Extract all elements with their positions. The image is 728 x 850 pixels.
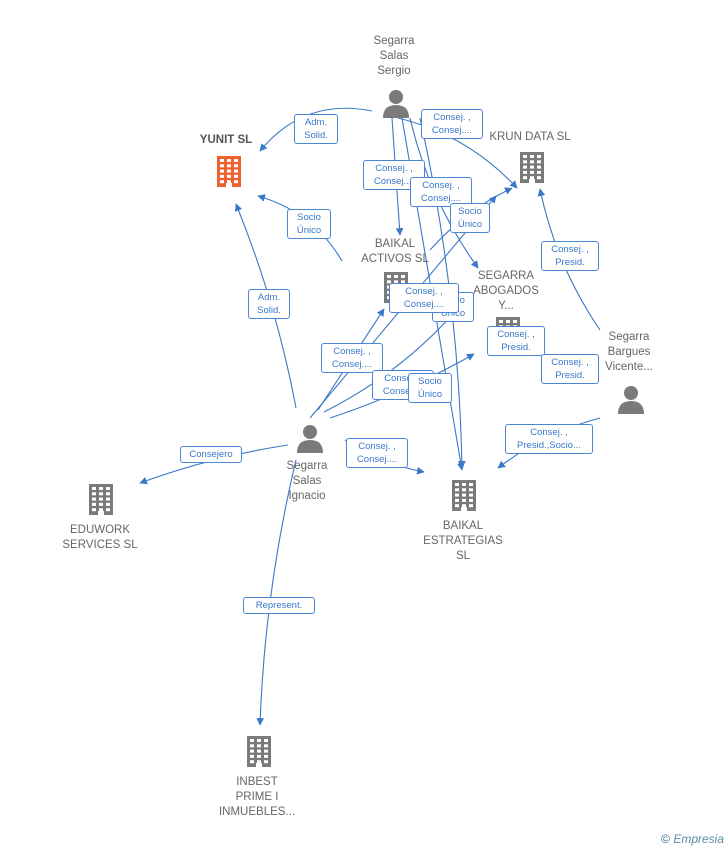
edge-label-line: Solid. — [257, 305, 281, 316]
edge-label-line: Consej. , — [358, 441, 396, 452]
edge-label-line: Consej. , — [551, 357, 589, 368]
edge-label-line: Único — [417, 389, 443, 400]
relationship-edge — [397, 117, 518, 189]
edge-label-line: Presid.,Socio... — [517, 440, 581, 451]
edge-label-line: Consejero — [189, 449, 233, 460]
node-label-line: EDUWORK — [69, 524, 131, 536]
edge-label-line: Consej. , — [405, 286, 443, 297]
node-label-line: Salas — [292, 475, 322, 487]
edge-label-line: Consej.... — [382, 386, 424, 397]
edge-label-line: Presid. — [501, 342, 531, 353]
person-icon[interactable] — [381, 88, 411, 123]
edge-label-line: Consej.... — [420, 193, 462, 204]
node-label-line: INMUEBLES... — [218, 806, 296, 818]
node-label-line: PRIME I — [235, 791, 279, 803]
edge-label-line: Represent. — [255, 600, 303, 611]
edge-label-l4[interactable]: Consej. , Consej.... — [410, 177, 472, 207]
node-label-line: Segarra — [286, 460, 328, 472]
node-label-inbest[interactable]: INBEST PRIME I INMUEBLES... — [219, 775, 295, 820]
edge-label-l1[interactable]: Adm. Solid. — [294, 114, 338, 144]
edge-label-line: Consej.... — [331, 359, 373, 370]
edge-label-l8[interactable]: Adm. Solid. — [248, 289, 290, 319]
edge-label-l17[interactable]: Consejero — [180, 446, 242, 463]
edge-label-line: Consej. , — [333, 346, 371, 357]
edge-label-line: Único — [296, 225, 322, 236]
node-label-eduwork[interactable]: EDUWORK SERVICES SL — [62, 523, 137, 553]
node-label-yunit[interactable]: YUNIT SL — [200, 133, 252, 148]
edge-label-line: Consej. , — [497, 329, 535, 340]
node-label-line: ESTRATEGIAS — [423, 535, 503, 547]
edge-label-line: Único — [440, 308, 466, 319]
edge-label-l10[interactable]: Consej. , Consej.... — [389, 283, 459, 313]
edge-label-line: Consej.... — [403, 299, 445, 310]
copyright-symbol: © — [661, 832, 670, 846]
node-label-line: SL — [455, 550, 471, 562]
building-icon[interactable] — [517, 150, 547, 191]
person-icon[interactable] — [295, 423, 325, 458]
edge-label-l19[interactable]: Represent. — [243, 597, 315, 614]
edge-label-line: Presid. — [555, 257, 585, 268]
edge-label-l16[interactable]: Consej. , Presid.,Socio... — [505, 424, 593, 454]
edge-label-l7[interactable]: Consej. , Presid. — [541, 241, 599, 271]
node-label-line: INBEST — [236, 776, 278, 788]
node-label-line: Sergio — [377, 65, 411, 77]
node-label-line: SEGARRA — [477, 270, 535, 282]
node-label-line: Ignacio — [288, 490, 326, 502]
edge-label-line: Socio — [297, 212, 321, 223]
edge-label-line: Consej. , — [530, 427, 568, 438]
node-label-line: ABOGADOS — [473, 285, 539, 297]
node-label-line: Segarra — [373, 35, 415, 47]
node-label-line: KRUN DATA SL — [489, 131, 571, 143]
relationship-edge — [256, 459, 297, 726]
node-label-line: BAIKAL — [442, 520, 484, 532]
edge-label-line: Adm. — [304, 117, 328, 128]
edge-label-line: Socio — [458, 206, 482, 217]
node-label-baikal-estrategias[interactable]: BAIKAL ESTRATEGIAS SL — [423, 519, 503, 564]
edge-label-line: Único — [457, 219, 483, 230]
edge-label-l12[interactable]: Consej. , Presid. — [541, 354, 599, 384]
edge-label-line: Consej. , — [384, 373, 422, 384]
node-label-baikal-activos[interactable]: BAIKAL ACTIVOS SL — [361, 237, 429, 267]
edge-label-line: Consej.... — [431, 125, 473, 136]
edge-label-line: Consej. , — [375, 163, 413, 174]
node-label-line: ACTIVOS SL — [361, 253, 429, 265]
node-label-line: Vicente... — [605, 361, 653, 373]
node-label-line: Salas — [379, 50, 409, 62]
node-label-line: YUNIT SL — [199, 134, 253, 146]
person-icon[interactable] — [616, 384, 646, 419]
node-label-line: Segarra — [608, 331, 650, 343]
brand-name: Empresia — [673, 832, 724, 846]
edge-label-l11[interactable]: Consej. , Presid. — [487, 326, 545, 356]
edge-label-line: Solid. — [304, 130, 328, 141]
edge-label-line: Consej. , — [551, 244, 589, 255]
node-label-segarra-abogados[interactable]: SEGARRA ABOGADOS Y... — [473, 269, 539, 314]
edge-label-line: Adm. — [257, 292, 281, 303]
edge-label-line: Consej.... — [373, 176, 415, 187]
node-label-line: Y... — [498, 300, 514, 312]
footer: © Empresia — [661, 832, 724, 846]
edge-label-line: Presid. — [555, 370, 585, 381]
node-label-line: BAIKAL — [374, 238, 416, 250]
building-icon[interactable] — [449, 478, 479, 519]
node-label-krun[interactable]: KRUN DATA SL — [489, 130, 570, 145]
building-icon[interactable] — [244, 734, 274, 775]
edge-label-line: Socio — [418, 376, 442, 387]
edge-label-l13[interactable]: Consej. , Consej.... — [321, 343, 383, 373]
node-label-line: Bargues — [607, 346, 651, 358]
node-label-line: SERVICES SL — [62, 539, 138, 551]
edge-label-l2[interactable]: Consej. , Consej.... — [421, 109, 483, 139]
edge-label-line: Consej. , — [433, 112, 471, 123]
edge-label-line: Consej. , — [422, 180, 460, 191]
building-icon[interactable] — [214, 154, 244, 195]
building-icon[interactable] — [86, 482, 116, 523]
edge-label-line: Consej.... — [356, 454, 398, 465]
edge-label-l18[interactable]: Consej. , Consej.... — [346, 438, 408, 468]
